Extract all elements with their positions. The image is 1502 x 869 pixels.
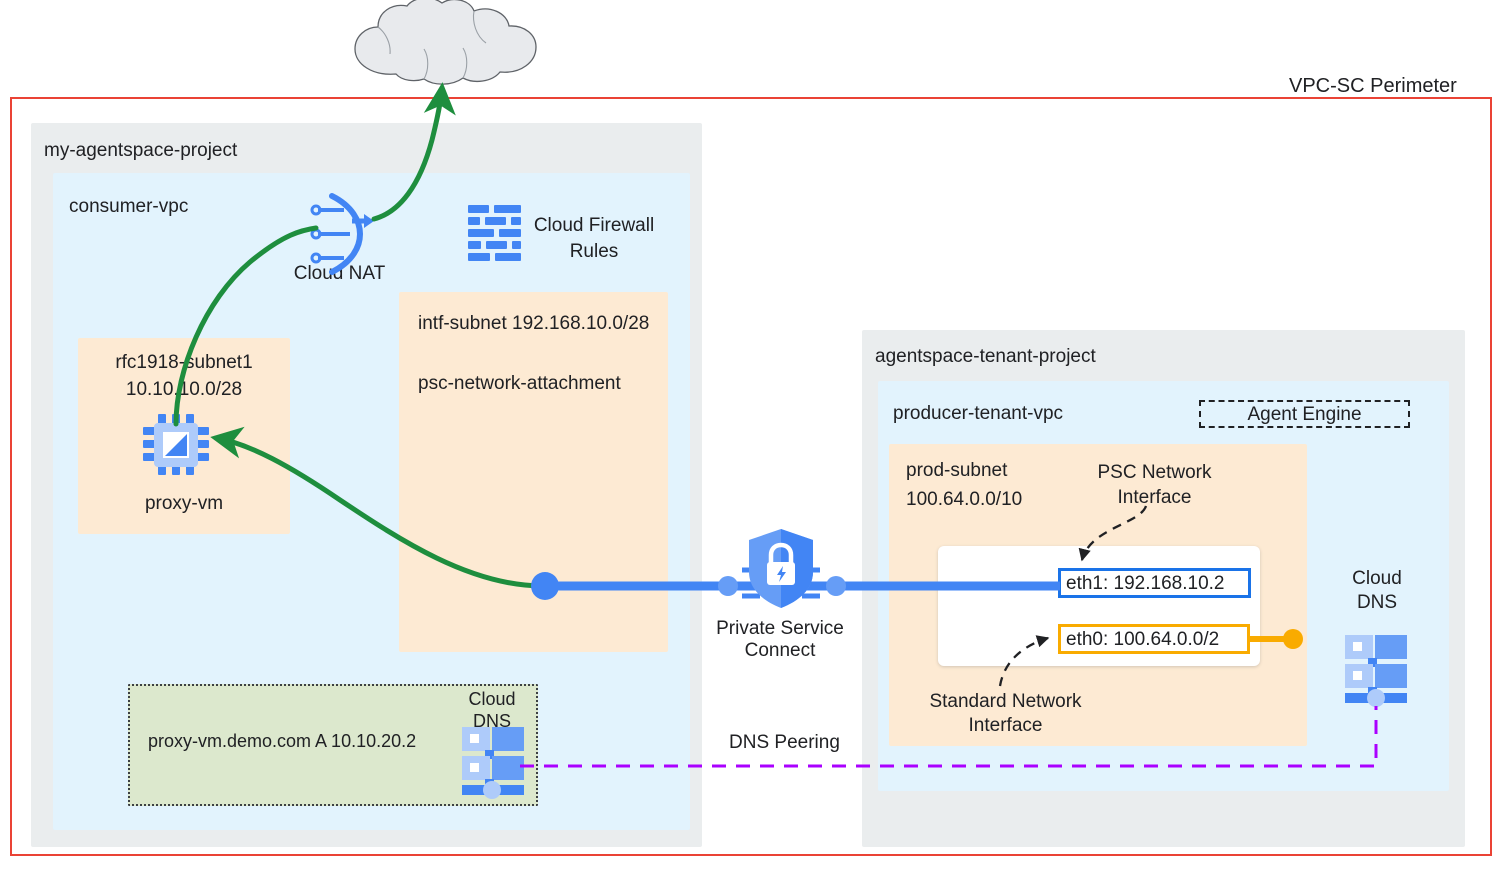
intf-subnet-container [399,292,668,652]
tenant-cloud-dns-label-line1: Cloud [1352,568,1402,589]
prod-subnet-cidr: 100.64.0.0/10 [906,489,1023,510]
consumer-cloud-dns-label-line2: DNS [472,711,511,731]
intf-subnet-label: intf-subnet 192.168.10.0/28 [418,313,650,334]
prod-subnet-name: prod-subnet [906,460,1008,481]
dns-zone-record-label: proxy-vm.demo.com A 10.10.20.2 [148,731,417,751]
eth0-interface-chip: eth0: 100.64.0.0/2 [1058,624,1250,654]
private-service-connect-label-line1: Private Service [716,618,844,639]
standard-network-interface-label-line2: Interface [968,715,1043,736]
psc-network-interface-label-line1: PSC Network [1097,462,1212,483]
standard-network-interface-label-line1: Standard Network [929,691,1082,712]
internet-label: Internet [409,31,477,53]
vpc-sc-perimeter-label: VPC-SC Perimeter [1289,75,1457,97]
rfc1918-subnet1-cidr: 10.10.10.0/28 [125,379,243,400]
my-agentspace-project-label: my-agentspace-project [44,140,238,161]
psc-network-interface-label-line2: Interface [1117,487,1192,508]
producer-tenant-vpc-label: producer-tenant-vpc [893,403,1064,424]
dns-peering-label: DNS Peering [729,732,840,753]
cloud-firewall-rules-label-line2: Rules [569,241,619,262]
cloud-firewall-rules-label-line1: Cloud Firewall [533,215,655,236]
vpc-sc-perimeter-box [10,97,1492,856]
agent-engine-box [1199,400,1410,428]
proxy-vm-label: proxy-vm [144,493,224,514]
eth1-interface-chip: eth1: 192.168.10.2 [1058,568,1251,598]
psc-network-attachment-label: psc-network-attachment [418,373,621,394]
private-service-connect-label-line2: Connect [744,640,816,661]
agentspace-tenant-project-label: agentspace-tenant-project [875,346,1096,367]
rfc1918-subnet1-name: rfc1918-subnet1 [115,352,253,373]
consumer-vpc-label: consumer-vpc [69,196,189,217]
cloud-nat-label: Cloud NAT [293,263,386,284]
consumer-cloud-dns-label-line1: Cloud [468,689,516,709]
agent-engine-label: Agent Engine [1247,404,1362,425]
tenant-cloud-dns-label-line2: DNS [1356,592,1398,613]
